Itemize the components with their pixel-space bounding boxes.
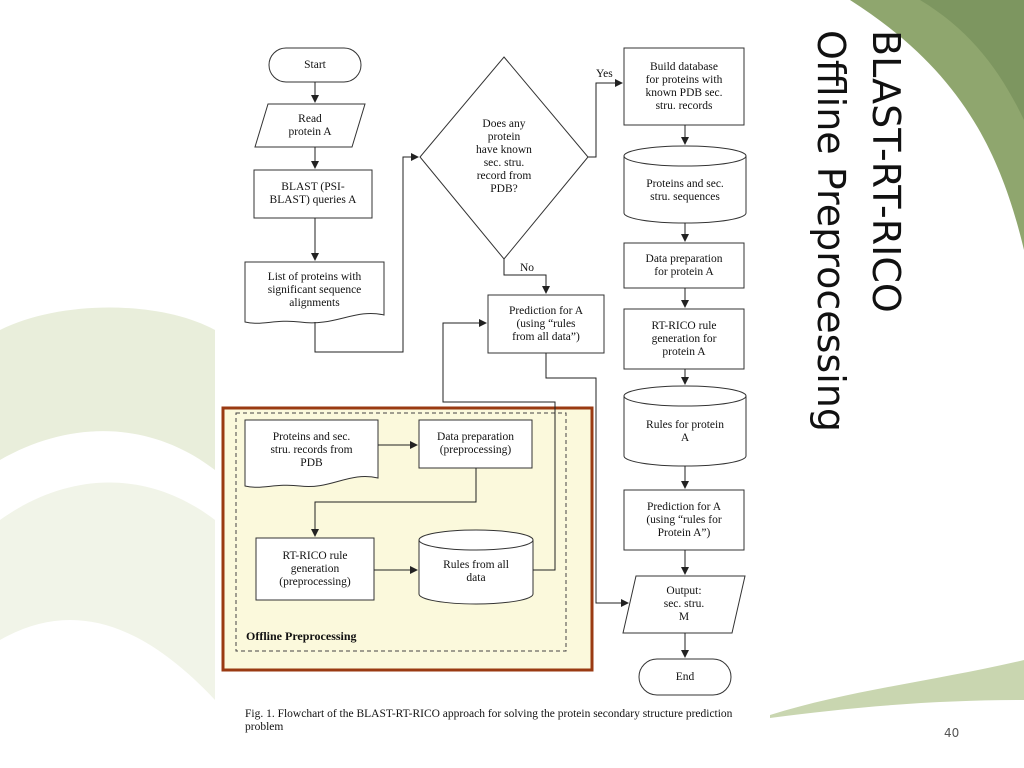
- read-protein-label: Read protein A: [288, 112, 332, 138]
- data-prep-protein-box: [623, 242, 745, 289]
- end-terminal: [638, 658, 732, 696]
- data-preparation-box: [418, 419, 533, 469]
- left-swirl-lower: [0, 482, 215, 700]
- blast-queries-box: [253, 169, 373, 219]
- pdb-records-document: [244, 419, 379, 488]
- rules-protein-label: Rules for protein A: [646, 419, 724, 444]
- no-label: No: [520, 262, 535, 274]
- rt-rico-protein-box: [623, 308, 745, 370]
- decision-label: Does any protein have known sec. stru. r…: [476, 118, 532, 195]
- rules-all-data-label: Rules from all data: [443, 559, 509, 584]
- data-preparation-label: Data preparation (preprocessing): [437, 431, 514, 456]
- start-label: Start: [304, 58, 326, 71]
- build-database-label: Build database for proteins with known P…: [645, 60, 723, 112]
- prediction-all-data-box: [487, 294, 605, 354]
- prediction-protein-label: Prediction for A (using “rules for Prote…: [646, 500, 722, 539]
- offline-dashed-border: [235, 412, 567, 652]
- offline-preprocessing-label: Offline Preprocessing: [246, 629, 357, 643]
- prediction-protein-box: [623, 489, 745, 551]
- slide-number: 40: [944, 726, 960, 740]
- title-line-2: Offline Preprocessing: [809, 30, 853, 432]
- data-prep-protein-label: Data preparation for protein A: [645, 252, 723, 278]
- rules-all-data-cylinder-top: [418, 529, 534, 551]
- rules-all-data-cylinder: [418, 540, 534, 605]
- blast-queries-label: BLAST (PSI- BLAST) queries A: [269, 181, 357, 206]
- title-line-1: BLAST-RT-RICO: [864, 30, 908, 313]
- pdb-records-label: Proteins and sec. stru. records from PDB: [270, 430, 353, 469]
- rule-generation-label: RT-RICO rule generation (preprocessing): [279, 549, 351, 588]
- protein-list-label: List of proteins with significant sequen…: [267, 270, 362, 309]
- rules-protein-cylinder-top: [623, 385, 747, 407]
- prediction-all-data-label: Prediction for A (using “rules from all …: [508, 304, 584, 343]
- slide-title: BLAST-RT-RICO Offline Preprocessing: [790, 30, 930, 530]
- yes-label: Yes: [596, 68, 613, 80]
- end-label: End: [675, 670, 695, 683]
- connectors: [311, 79, 689, 658]
- top-right-leaf: [850, 0, 1024, 250]
- left-swirl: [0, 307, 215, 470]
- bottom-right-swoosh: [770, 660, 1024, 718]
- proteins-sequences-cylinder-top: [623, 145, 747, 167]
- rt-rico-protein-label: RT-RICO rule generation for protein A: [651, 319, 717, 358]
- output-parallelogram: [622, 575, 746, 634]
- output-label: Output: sec. stru. M: [663, 585, 705, 623]
- build-database-box: [623, 47, 745, 126]
- top-right-leaf-shadow: [920, 0, 1024, 120]
- figure-caption: Fig. 1. Flowchart of the BLAST-RT-RICO a…: [245, 708, 733, 733]
- rule-generation-box: [255, 537, 375, 601]
- read-protein-parallelogram: [254, 103, 366, 148]
- protein-list-document: [244, 261, 385, 324]
- proteins-sequences-label: Proteins and sec. stru. sequences: [646, 178, 724, 203]
